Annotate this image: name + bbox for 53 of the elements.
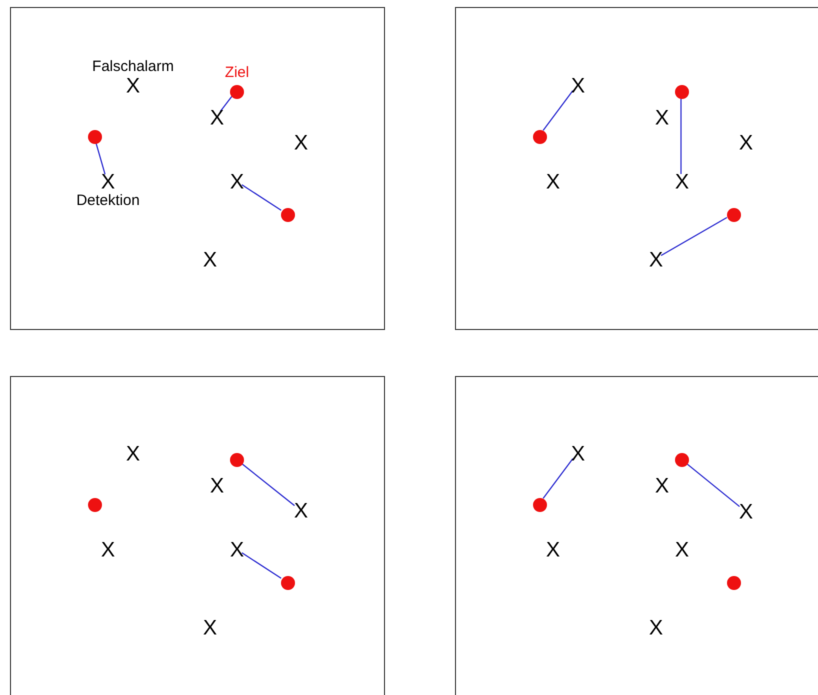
target-dot: [675, 453, 689, 467]
target-dot: [727, 576, 741, 590]
cross-mark: X: [203, 618, 217, 638]
target-dot: [281, 576, 295, 590]
cross-mark: X: [739, 132, 753, 154]
plot-panel: [455, 7, 818, 330]
connector-line: [686, 462, 740, 508]
target-dot: [88, 130, 102, 144]
cross-mark: X: [210, 108, 224, 128]
cross-mark: X: [210, 476, 224, 496]
target-dot: [88, 498, 102, 512]
connector-line: [95, 142, 106, 174]
cross-mark: X: [739, 502, 753, 522]
target-dot: [281, 208, 295, 222]
connector-line: [660, 216, 728, 256]
target-dot: [533, 130, 547, 144]
target-dot: [727, 208, 741, 222]
connector-line: [542, 90, 574, 131]
target-dot: [230, 85, 244, 99]
cross-mark: X: [203, 250, 217, 270]
cross-mark: X: [101, 540, 115, 560]
plot-panel: [10, 376, 385, 695]
target-dot: [230, 453, 244, 467]
cross-mark: X: [101, 172, 115, 192]
cross-mark: X: [230, 540, 244, 560]
cross-mark: X: [294, 500, 308, 522]
connector-line: [542, 458, 574, 499]
connector-line: [680, 98, 682, 174]
plot-panel: [455, 376, 818, 695]
cross-mark: X: [571, 444, 585, 464]
cross-mark: X: [571, 76, 585, 96]
target-dot: [675, 85, 689, 99]
plot-panel: [10, 7, 385, 330]
cross-mark: X: [655, 476, 669, 496]
cross-mark: X: [546, 172, 560, 192]
target-dot: [533, 498, 547, 512]
connector-line: [241, 462, 295, 506]
cross-mark: X: [546, 540, 560, 560]
annotation-label: Falschalarm: [92, 58, 174, 75]
cross-mark: X: [655, 108, 669, 128]
cross-mark: X: [126, 444, 140, 464]
cross-mark: X: [649, 618, 663, 638]
annotation-label: Detektion: [76, 192, 140, 209]
connector-line: [242, 552, 282, 579]
cross-mark: X: [126, 76, 140, 96]
annotation-label: Ziel: [224, 64, 250, 81]
cross-mark: X: [230, 172, 244, 192]
connector-line: [220, 96, 232, 112]
connector-line: [242, 184, 282, 211]
cross-mark: X: [675, 172, 689, 192]
cross-mark: X: [675, 540, 689, 560]
cross-mark: X: [294, 132, 308, 154]
cross-mark: X: [649, 250, 663, 270]
